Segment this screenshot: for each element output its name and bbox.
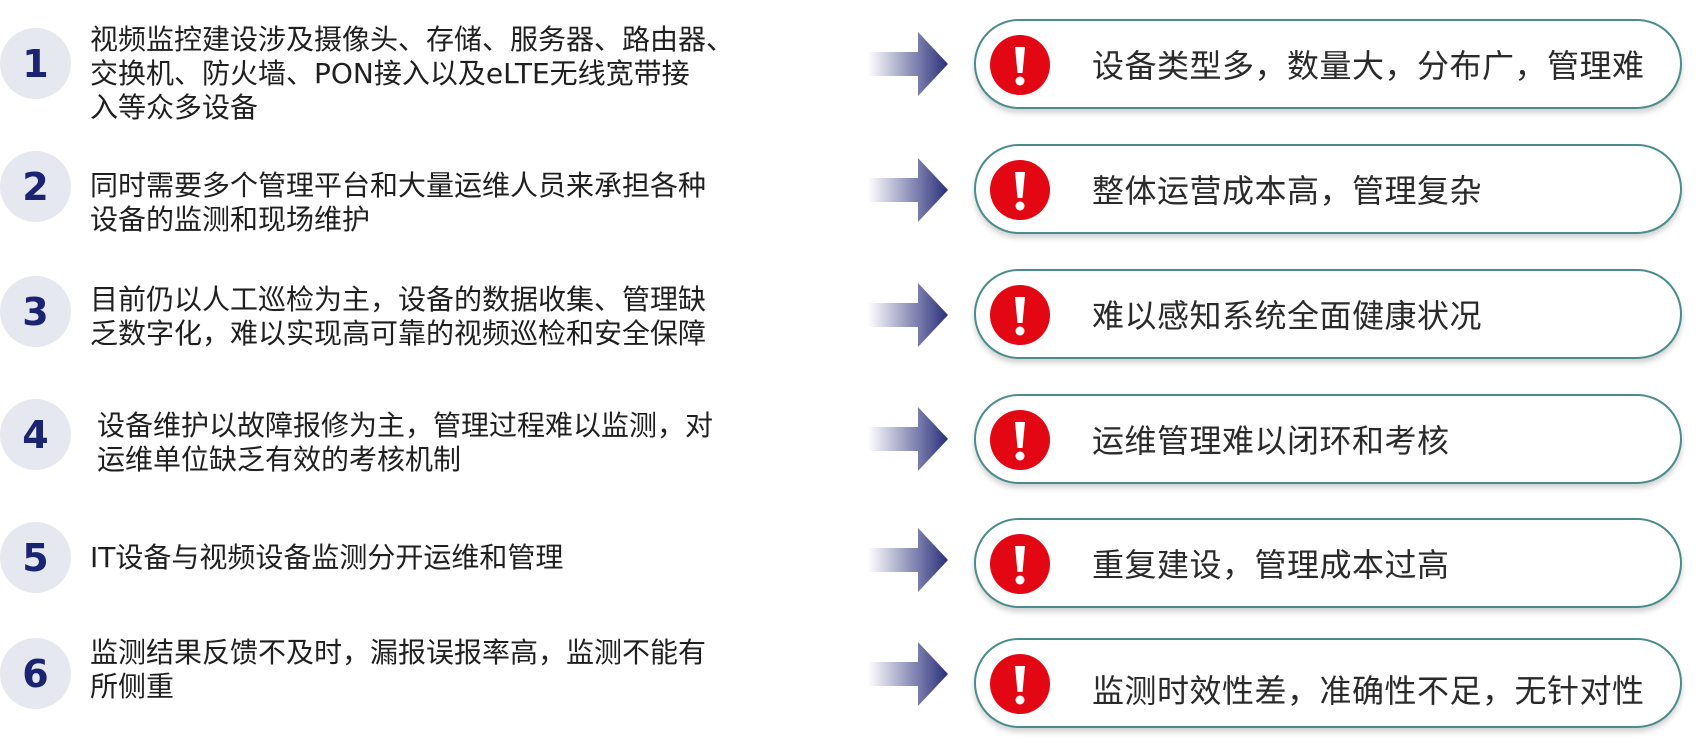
issue-description: 目前仍以人工巡检为主，设备的数据收集、管理缺 乏数字化，难以实现高可靠的视频巡检… <box>90 283 707 350</box>
right-arrow-icon <box>868 283 948 347</box>
problem-text: 监测时效性差，准确性不足，无针对性 <box>1092 672 1645 710</box>
issue-row-2: 2 同时需要多个管理平台和大量运维人员来承担各种 设备的监测和现场维护 整体运营… <box>0 143 1705 243</box>
issue-row-3: 3 目前仍以人工巡检为主，设备的数据收集、管理缺 乏数字化，难以实现高可靠的视频… <box>0 269 1705 369</box>
problem-text: 重复建设，管理成本过高 <box>1092 546 1450 584</box>
number-badge: 4 <box>0 399 71 470</box>
issue-row-5: 5 IT设备与视频设备监测分开运维和管理 重复建设，管理成本过高 <box>0 517 1705 617</box>
row-number: 5 <box>22 535 49 580</box>
problem-text: 难以感知系统全面健康状况 <box>1092 297 1483 335</box>
issue-row-1: 1 视频监控建设涉及摄像头、存储、服务器、路由器、 交换机、防火墙、PON接入以… <box>0 17 1705 124</box>
problem-text: 整体运营成本高，管理复杂 <box>1092 172 1483 210</box>
problem-pill: 整体运营成本高，管理复杂 <box>974 144 1682 234</box>
row-number: 6 <box>22 651 49 696</box>
exclamation-alert-icon <box>990 654 1050 714</box>
number-badge: 5 <box>0 522 71 593</box>
issue-description: 设备维护以故障报修为主，管理过程难以监测，对 运维单位缺乏有效的考核机制 <box>97 409 714 476</box>
right-arrow-icon <box>868 528 948 592</box>
issue-description: 监测结果反馈不及时，漏报误报率高，监测不能有 所侧重 <box>90 636 707 703</box>
right-arrow-icon <box>868 32 948 96</box>
right-arrow-icon <box>868 642 948 706</box>
issue-row-6: 6 监测结果反馈不及时，漏报误报率高，监测不能有 所侧重 监测时效性差，准确性不… <box>0 636 1705 736</box>
problem-pill: 监测时效性差，准确性不足，无针对性 <box>974 638 1682 728</box>
number-badge: 6 <box>0 638 71 709</box>
row-number: 1 <box>22 41 49 86</box>
row-number: 2 <box>22 164 49 209</box>
exclamation-alert-icon <box>990 410 1050 470</box>
problem-pill: 难以感知系统全面健康状况 <box>974 269 1682 359</box>
exclamation-alert-icon <box>990 35 1050 95</box>
number-badge: 3 <box>0 276 71 347</box>
right-arrow-icon <box>868 158 948 222</box>
row-number: 3 <box>22 289 49 334</box>
issue-description: IT设备与视频设备监测分开运维和管理 <box>90 541 564 574</box>
problem-text: 运维管理难以闭环和考核 <box>1092 422 1450 460</box>
row-number: 4 <box>22 412 49 457</box>
issue-description: 视频监控建设涉及摄像头、存储、服务器、路由器、 交换机、防火墙、PON接入以及e… <box>90 23 735 124</box>
number-badge: 2 <box>0 151 71 222</box>
problem-pill: 运维管理难以闭环和考核 <box>974 394 1682 484</box>
right-arrow-icon <box>868 407 948 471</box>
problem-pill: 设备类型多，数量大，分布广，管理难 <box>974 19 1682 109</box>
number-badge: 1 <box>0 28 71 99</box>
problem-text: 设备类型多，数量大，分布广，管理难 <box>1092 47 1645 85</box>
exclamation-alert-icon <box>990 534 1050 594</box>
exclamation-alert-icon <box>990 160 1050 220</box>
problem-pill: 重复建设，管理成本过高 <box>974 518 1682 608</box>
issue-row-4: 4 设备维护以故障报修为主，管理过程难以监测，对 运维单位缺乏有效的考核机制 运… <box>0 393 1705 493</box>
issue-description: 同时需要多个管理平台和大量运维人员来承担各种 设备的监测和现场维护 <box>90 169 707 236</box>
exclamation-alert-icon <box>990 285 1050 345</box>
